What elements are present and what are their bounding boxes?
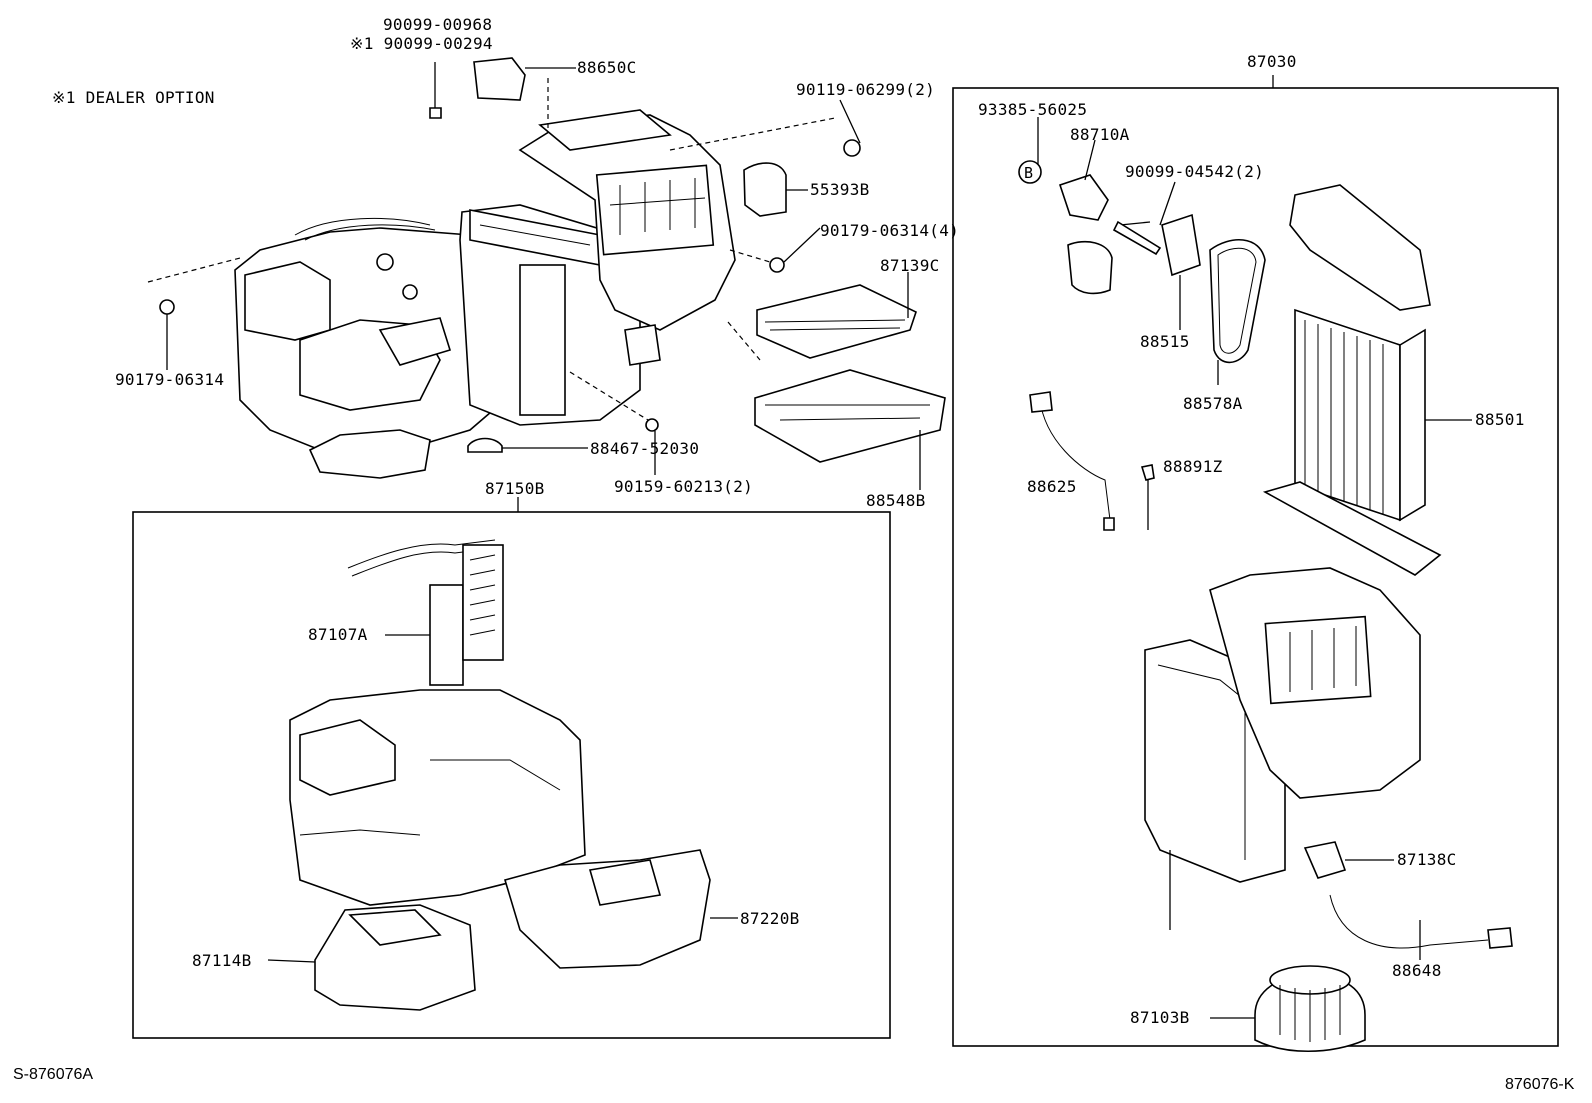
heater-core-drawing [347, 539, 504, 686]
part-label-87114b[interactable]: 87114B [192, 951, 252, 970]
part-label-90099-00294[interactable]: ※1 90099-00294 [350, 34, 493, 53]
part-label-88467-52030[interactable]: 88467-52030 [590, 439, 700, 458]
part-label-87220b[interactable]: 87220B [740, 909, 800, 928]
part-label-88891z[interactable]: 88891Z [1163, 457, 1223, 476]
group-label-87150b[interactable]: 87150B [485, 479, 545, 498]
part-label-90159-60213[interactable]: 90159-60213(2) [614, 477, 754, 496]
blower-duct-drawing [267, 849, 738, 1011]
part-label-88548b[interactable]: 88548B [866, 491, 926, 510]
part-label-88515[interactable]: 88515 [1140, 332, 1190, 351]
dealer-option-note: ※1 DEALER OPTION [52, 88, 215, 107]
part-label-90099-00968[interactable]: 90099-00968 [383, 15, 493, 34]
part-label-90179-06314-4[interactable]: 90179-06314(4) [820, 221, 960, 240]
part-label-90099-04542[interactable]: 90099-04542(2) [1125, 162, 1265, 181]
filter-parts [727, 272, 946, 490]
part-label-90119-06299[interactable]: 90119-06299(2) [796, 80, 936, 99]
part-label-88710a[interactable]: 88710A [1070, 125, 1130, 144]
heater-group-box [132, 511, 891, 1039]
part-label-90179-06314[interactable]: 90179-06314 [115, 370, 225, 389]
part-label-88501[interactable]: 88501 [1475, 410, 1525, 429]
part-label-88578a[interactable]: 88578A [1183, 394, 1243, 413]
main-hvac-assembly [234, 109, 736, 479]
evaporator-group-box [952, 87, 1559, 1047]
part-label-87138c[interactable]: 87138C [1397, 850, 1457, 869]
group-label-87030[interactable]: 87030 [1247, 52, 1297, 71]
heater-case-drawing [289, 689, 586, 906]
main-fasteners [147, 57, 861, 475]
part-label-88650c[interactable]: 88650C [577, 58, 637, 77]
part-label-87103b[interactable]: 87103B [1130, 1008, 1190, 1027]
part-label-87107a[interactable]: 87107A [308, 625, 368, 644]
part-label-55393b[interactable]: 55393B [810, 180, 870, 199]
footer-left-code: S-876076A [13, 1066, 94, 1083]
callout-b: B [1024, 164, 1034, 182]
part-label-88648[interactable]: 88648 [1392, 961, 1442, 980]
part-label-93385-56025[interactable]: 93385-56025 [978, 100, 1088, 119]
evaporator-parts-drawing [1018, 117, 1513, 1052]
part-label-87139c[interactable]: 87139C [880, 256, 940, 275]
part-label-88625[interactable]: 88625 [1027, 477, 1077, 496]
footer-right-code: 876076-K [1505, 1076, 1575, 1093]
